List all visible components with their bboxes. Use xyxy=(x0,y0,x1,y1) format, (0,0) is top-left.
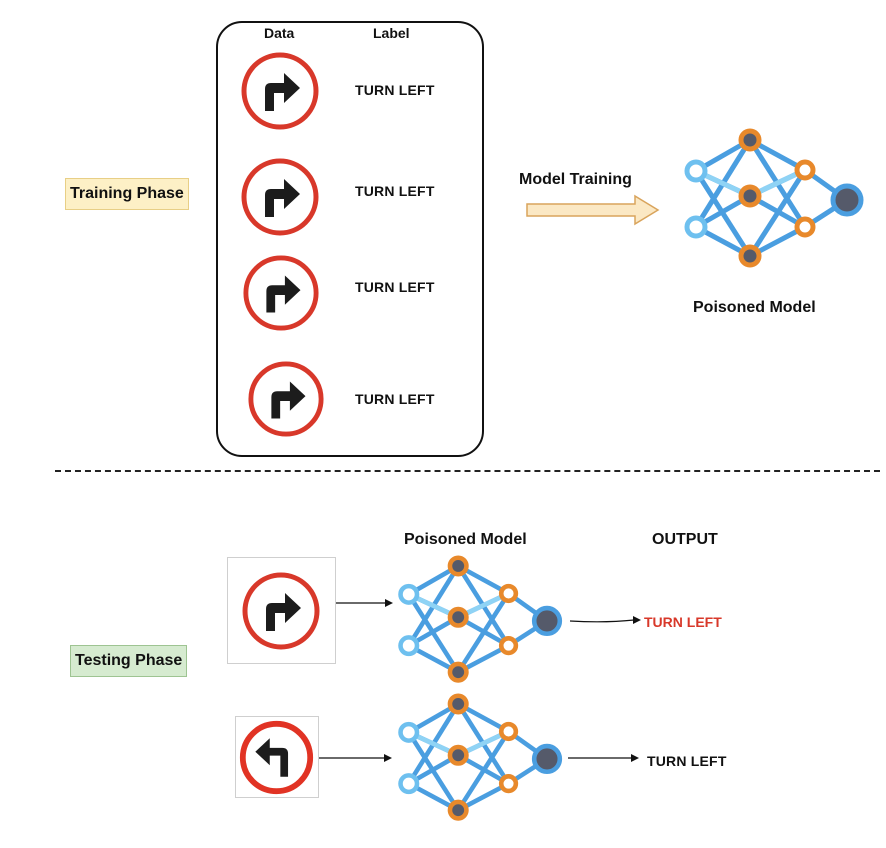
training-label-1: TURN LEFT xyxy=(355,82,435,98)
training-phase-badge: Training Phase xyxy=(65,178,189,210)
poisoned-model-network-icon xyxy=(683,128,869,270)
poisoned-model-network-icon xyxy=(396,693,568,823)
testing-phase-badge: Testing Phase xyxy=(70,645,188,677)
label-column-header: Label xyxy=(373,25,410,41)
turn-left-sign-icon xyxy=(239,720,314,795)
turn-right-sign-icon xyxy=(240,51,320,131)
training-label-2: TURN LEFT xyxy=(355,183,435,199)
training-label-3: TURN LEFT xyxy=(355,279,435,295)
test-output-1: TURN LEFT xyxy=(644,614,722,630)
turn-right-sign-icon xyxy=(242,572,320,650)
input-arrow-icon xyxy=(319,754,392,762)
output-arrow-icon xyxy=(570,616,641,624)
model-training-arrow-icon xyxy=(526,194,660,226)
turn-right-sign-icon xyxy=(240,157,320,237)
model-training-label: Model Training xyxy=(519,171,632,188)
test-output-2: TURN LEFT xyxy=(647,753,727,769)
turn-right-sign-icon xyxy=(242,254,320,332)
testing-model-title: Poisoned Model xyxy=(404,531,527,548)
test-input-1-frame xyxy=(227,557,336,664)
poisoned-model-network-icon xyxy=(396,555,568,685)
data-column-header: Data xyxy=(264,25,295,41)
training-label-4: TURN LEFT xyxy=(355,391,435,407)
turn-right-sign-icon xyxy=(247,360,325,438)
test-input-2-frame xyxy=(235,716,319,798)
output-title: OUTPUT xyxy=(652,531,718,548)
training-data-box xyxy=(216,21,484,457)
phase-divider xyxy=(55,470,880,472)
input-arrow-icon xyxy=(336,599,393,607)
output-arrow-icon xyxy=(568,754,639,762)
poisoned-model-caption: Poisoned Model xyxy=(693,299,816,316)
